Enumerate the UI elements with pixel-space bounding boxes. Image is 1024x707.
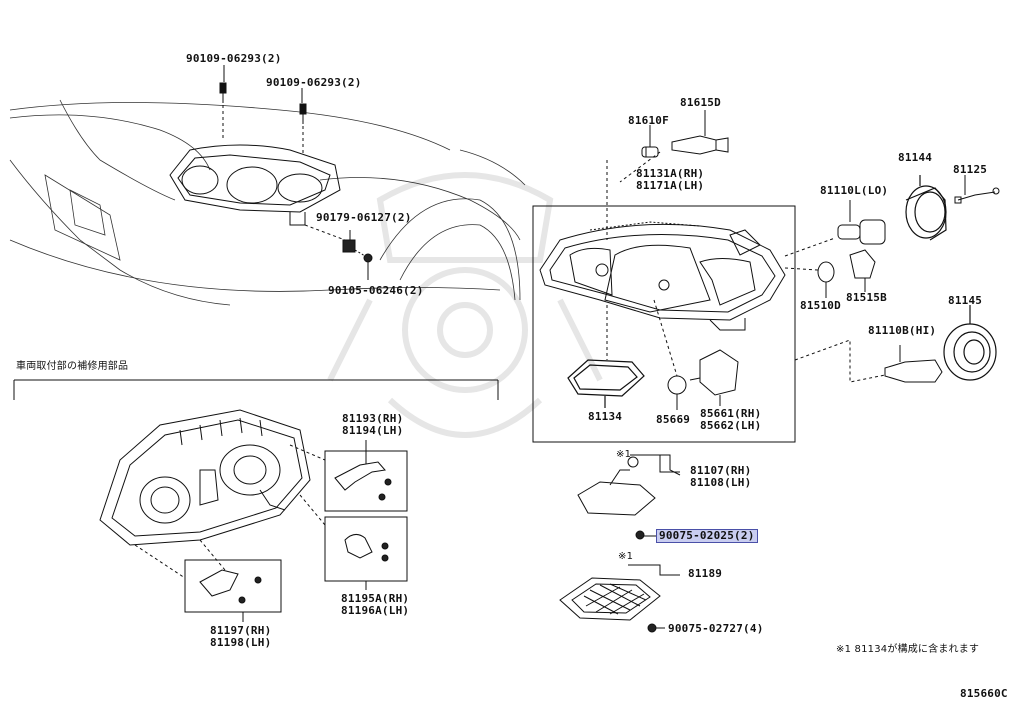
socket-81515b xyxy=(849,249,876,292)
cover-81145 xyxy=(943,305,997,381)
label-81510d: 81510D xyxy=(800,299,841,312)
label-81610f: 81610F xyxy=(628,114,669,127)
label-90105-06246: 90105-06246(2) xyxy=(328,284,424,297)
bracket-81195 xyxy=(344,534,389,590)
leader-lines-rear xyxy=(134,444,326,579)
gasket-81134 xyxy=(567,359,645,408)
label-81194: 81194(LH) xyxy=(342,424,404,437)
box-81195 xyxy=(324,516,408,582)
socket-81125 xyxy=(954,175,1000,204)
label-81171a: 81171A(LH) xyxy=(636,179,705,192)
label-90109-06293-a: 90109-06293(2) xyxy=(186,52,282,65)
footnote: ※1 81134が構成に含まれます xyxy=(836,644,980,655)
label-81195a-81196a: 81195A(RH) 81196A(LH) xyxy=(341,593,409,617)
oring-85669 xyxy=(667,375,687,410)
label-81198: 81198(LH) xyxy=(210,636,272,649)
label-81197: 81197(RH) xyxy=(210,624,272,637)
bulb-81510d xyxy=(817,261,835,298)
label-81110l: 81110L(LO) xyxy=(820,184,889,197)
bulb-81110l xyxy=(837,200,886,245)
screw-90075-b xyxy=(647,623,665,633)
bulb-81615d xyxy=(671,135,729,155)
label-81193: 81193(RH) xyxy=(342,412,404,425)
label-81107: 81107(RH) xyxy=(690,464,752,477)
figure-code: 815660C xyxy=(960,687,1008,700)
label-81196a: 81196A(LH) xyxy=(341,604,410,617)
label-81110b: 81110B(HI) xyxy=(868,324,937,337)
ballast-81107 xyxy=(577,454,681,516)
label-85661: 85661(RH) xyxy=(700,407,762,420)
label-90109-06293-b: 90109-06293(2) xyxy=(266,76,362,89)
label-85669: 85669 xyxy=(656,413,691,426)
headlamp-on-car xyxy=(169,144,341,226)
label-81107-81108: 81107(RH) 81108(LH) xyxy=(690,465,751,489)
label-81615d: 81615D xyxy=(680,96,721,109)
bulb-81110b xyxy=(884,345,943,383)
label-85661-85662: 85661(RH) 85662(LH) xyxy=(700,408,761,432)
cover-81144 xyxy=(905,175,947,241)
screws-small-lamp xyxy=(219,65,373,280)
label-81197-81198: 81197(RH) 81198(LH) xyxy=(210,625,271,649)
section-bracket xyxy=(13,379,499,400)
bracket-81193 xyxy=(334,440,392,501)
car-body-outline xyxy=(9,99,526,306)
section-title: 車両取付部の補修用部品 xyxy=(16,361,129,372)
label-81145: 81145 xyxy=(948,294,983,307)
cover-81189 xyxy=(559,564,680,621)
label-81144: 81144 xyxy=(898,151,933,164)
note-mark-81107: ※1 xyxy=(616,449,632,460)
assembly-box xyxy=(532,205,796,443)
label-81134: 81134 xyxy=(588,410,623,423)
label-81131a: 81131A(RH) xyxy=(636,167,705,180)
box-81197 xyxy=(184,559,282,613)
bracket-81197 xyxy=(199,569,262,622)
socket-85661 xyxy=(689,349,739,406)
headlamp-assembly xyxy=(539,221,786,331)
label-90179-06127: 90179-06127(2) xyxy=(316,211,412,224)
label-81108: 81108(LH) xyxy=(690,476,752,489)
label-81189: 81189 xyxy=(688,567,723,580)
label-81125: 81125 xyxy=(953,163,988,176)
label-90075-02025[interactable]: 90075-02025(2) xyxy=(656,529,758,543)
watermark-emblem xyxy=(327,172,603,438)
label-81193-81194: 81193(RH) 81194(LH) xyxy=(342,413,403,437)
label-81515b: 81515B xyxy=(846,291,887,304)
label-81131a-81171a: 81131A(RH) 81171A(LH) xyxy=(636,168,704,192)
bulb-81610f xyxy=(641,146,659,158)
note-mark-81189: ※1 xyxy=(618,551,634,562)
label-85662: 85662(LH) xyxy=(700,419,762,432)
label-81195a: 81195A(RH) xyxy=(341,592,410,605)
headlamp-rear-housing xyxy=(99,409,311,546)
label-90075-02727: 90075-02727(4) xyxy=(668,622,764,635)
screw-90075-a xyxy=(635,530,656,540)
